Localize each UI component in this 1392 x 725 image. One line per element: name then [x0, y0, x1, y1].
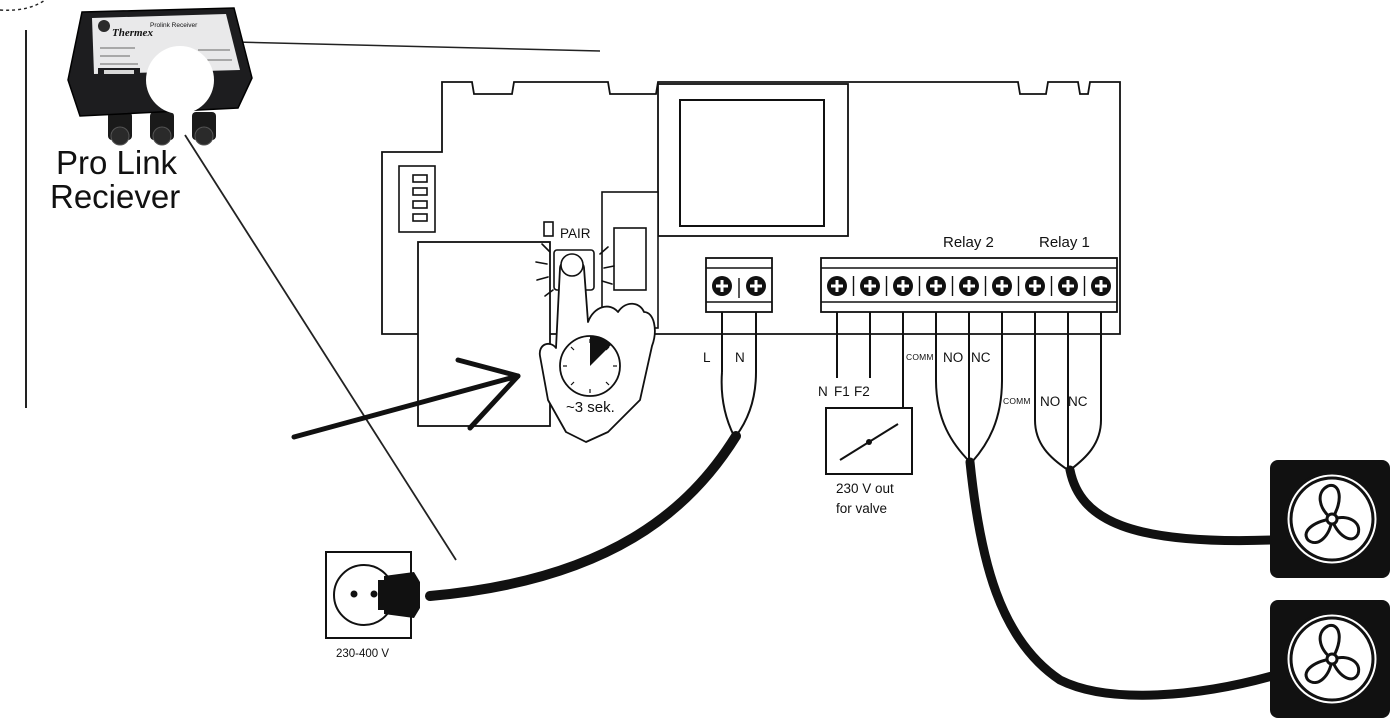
- valve-switch-icon: [825, 407, 913, 475]
- relay2-comm-label: COMM: [906, 352, 934, 362]
- screw-terminal-icon: [959, 276, 979, 296]
- screw-terminal-icon: [1091, 276, 1111, 296]
- relay2-no-label: NO: [943, 350, 963, 365]
- fan1-cable: [1065, 465, 1277, 546]
- relay2-wire-nc: [971, 312, 1003, 463]
- cable-gland-middle: [150, 112, 174, 146]
- screw-terminal-icon: [1025, 276, 1045, 296]
- dip-switch: [398, 165, 436, 233]
- relay1-wire-comm: [1034, 312, 1069, 471]
- power-wire-l: [720, 371, 735, 437]
- screw-terminal-icon: [926, 276, 946, 296]
- power-terminal-l-label: L: [703, 350, 711, 365]
- screw-terminal-icon: [860, 276, 880, 296]
- valve-output-line2: for valve: [836, 501, 887, 516]
- timer-icon: [559, 335, 621, 397]
- device-model: Prolink Receiver: [150, 22, 198, 29]
- receiver-callout-line-top: [234, 41, 601, 52]
- receiver-device: Thermex Prolink Receiver: [67, 7, 253, 146]
- fan2-cable: [965, 457, 1277, 700]
- relay2-nc-label: NC: [971, 350, 991, 365]
- cable-gland-right: [192, 112, 216, 146]
- device-brand: Thermex: [112, 27, 153, 39]
- pair-duration-label: ~3 sek.: [566, 399, 615, 416]
- power-terminal-n-label: N: [735, 350, 745, 365]
- device-pair-spot: [146, 46, 214, 114]
- valve-output-line1: 230 V out: [836, 481, 894, 496]
- relay2-title: Relay 2: [943, 234, 994, 251]
- callout-arc: [0, 0, 47, 11]
- socket-voltage-label: 230-400 V: [336, 648, 389, 660]
- cable-gland-left: [108, 112, 132, 146]
- pair-led: [543, 221, 554, 237]
- arrow-icon: [291, 357, 521, 440]
- receiver-label-line1: Pro Link: [56, 144, 178, 181]
- relay1-title: Relay 1: [1039, 234, 1090, 251]
- press-rays: [535, 243, 615, 297]
- relay1-comm-label: COMM: [1003, 396, 1031, 406]
- relay1-no-label: NO: [1040, 394, 1060, 409]
- device-status-window: [104, 70, 134, 74]
- display-screen: [679, 99, 825, 227]
- screw-terminal-icon: [1058, 276, 1078, 296]
- screw-terminal-icon: [746, 276, 766, 296]
- screw-terminal-icon: [893, 276, 913, 296]
- valve-f2-label: F2: [854, 384, 870, 399]
- power-cable: [425, 431, 741, 601]
- screw-terminal-icon: [827, 276, 847, 296]
- relay1-wire-nc: [1069, 312, 1102, 471]
- screw-terminal-icon: [992, 276, 1012, 296]
- pair-label: PAIR: [560, 226, 591, 241]
- fan-icon: [1270, 600, 1390, 718]
- power-wire-n: [735, 371, 757, 437]
- receiver-label-line2: Reciever: [50, 178, 180, 215]
- relay2-wire-comm: [935, 312, 971, 463]
- wall-socket-icon: [325, 551, 420, 639]
- screw-terminal-icon: [712, 276, 732, 296]
- fan-icon: [1270, 460, 1390, 578]
- relay1-nc-label: NC: [1068, 394, 1088, 409]
- relay-component-inner: [613, 227, 647, 291]
- valve-n-label: N: [818, 384, 828, 399]
- receiver-callout-line-diagonal: [184, 134, 457, 561]
- valve-f1-label: F1: [834, 384, 850, 399]
